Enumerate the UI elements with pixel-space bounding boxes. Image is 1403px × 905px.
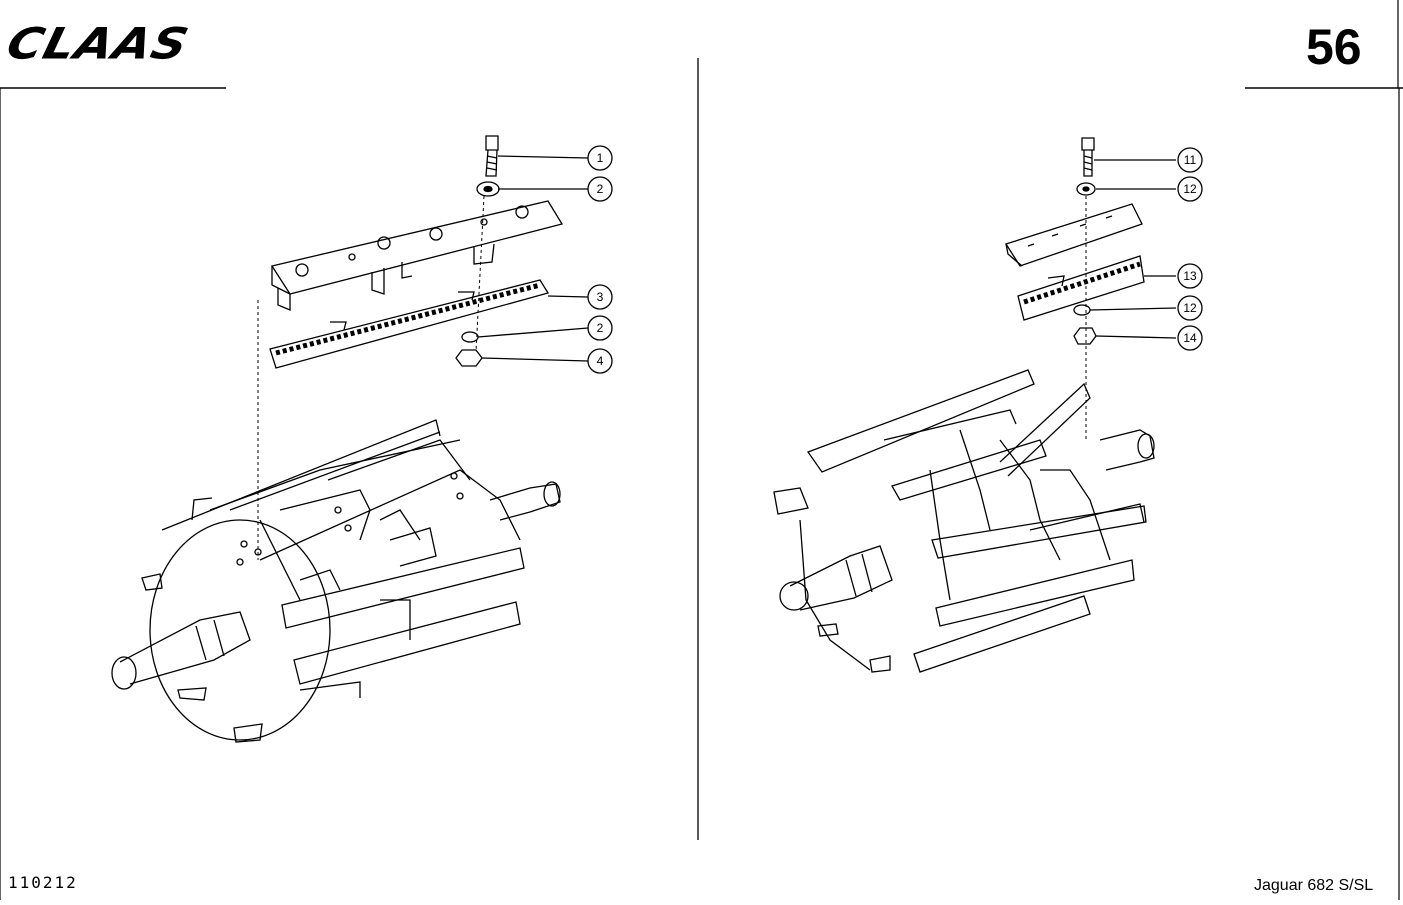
bolt-part <box>485 135 499 177</box>
callout-12: 12 <box>1177 176 1203 202</box>
knife-holder-part <box>1004 203 1143 267</box>
svg-text:2: 2 <box>597 182 604 196</box>
rotor-drum-part <box>111 419 561 743</box>
svg-text:13: 13 <box>1183 269 1197 283</box>
callout-11: 11 <box>1177 147 1203 173</box>
callout-2: 2 <box>587 176 613 202</box>
svg-text:12: 12 <box>1183 182 1197 196</box>
callout-13: 13 <box>1177 263 1203 289</box>
document-id: 110212 <box>8 873 78 892</box>
bolt-part <box>1081 137 1095 177</box>
svg-text:3: 3 <box>597 290 604 304</box>
callout-12b: 12 <box>1177 295 1203 321</box>
knife-holder-part <box>270 200 564 311</box>
callout-2b: 2 <box>587 315 613 341</box>
svg-text:11: 11 <box>1184 153 1197 167</box>
callout-1: 1 <box>587 145 613 171</box>
page-number: 56 <box>1306 19 1362 75</box>
model-name: Jaguar 682 S/SL <box>1254 877 1374 894</box>
washer-part <box>1076 182 1096 196</box>
svg-text:12: 12 <box>1183 301 1197 315</box>
knife-part <box>269 279 550 369</box>
knife-part <box>1017 255 1145 321</box>
callout-14: 14 <box>1177 325 1203 351</box>
svg-text:1: 1 <box>597 151 604 165</box>
svg-text:4: 4 <box>597 354 604 368</box>
svg-text:2: 2 <box>597 321 604 335</box>
svg-text:14: 14 <box>1183 331 1197 345</box>
callout-4: 4 <box>587 348 613 374</box>
rotor-drum-part <box>773 369 1155 673</box>
callout-3: 3 <box>587 284 613 310</box>
